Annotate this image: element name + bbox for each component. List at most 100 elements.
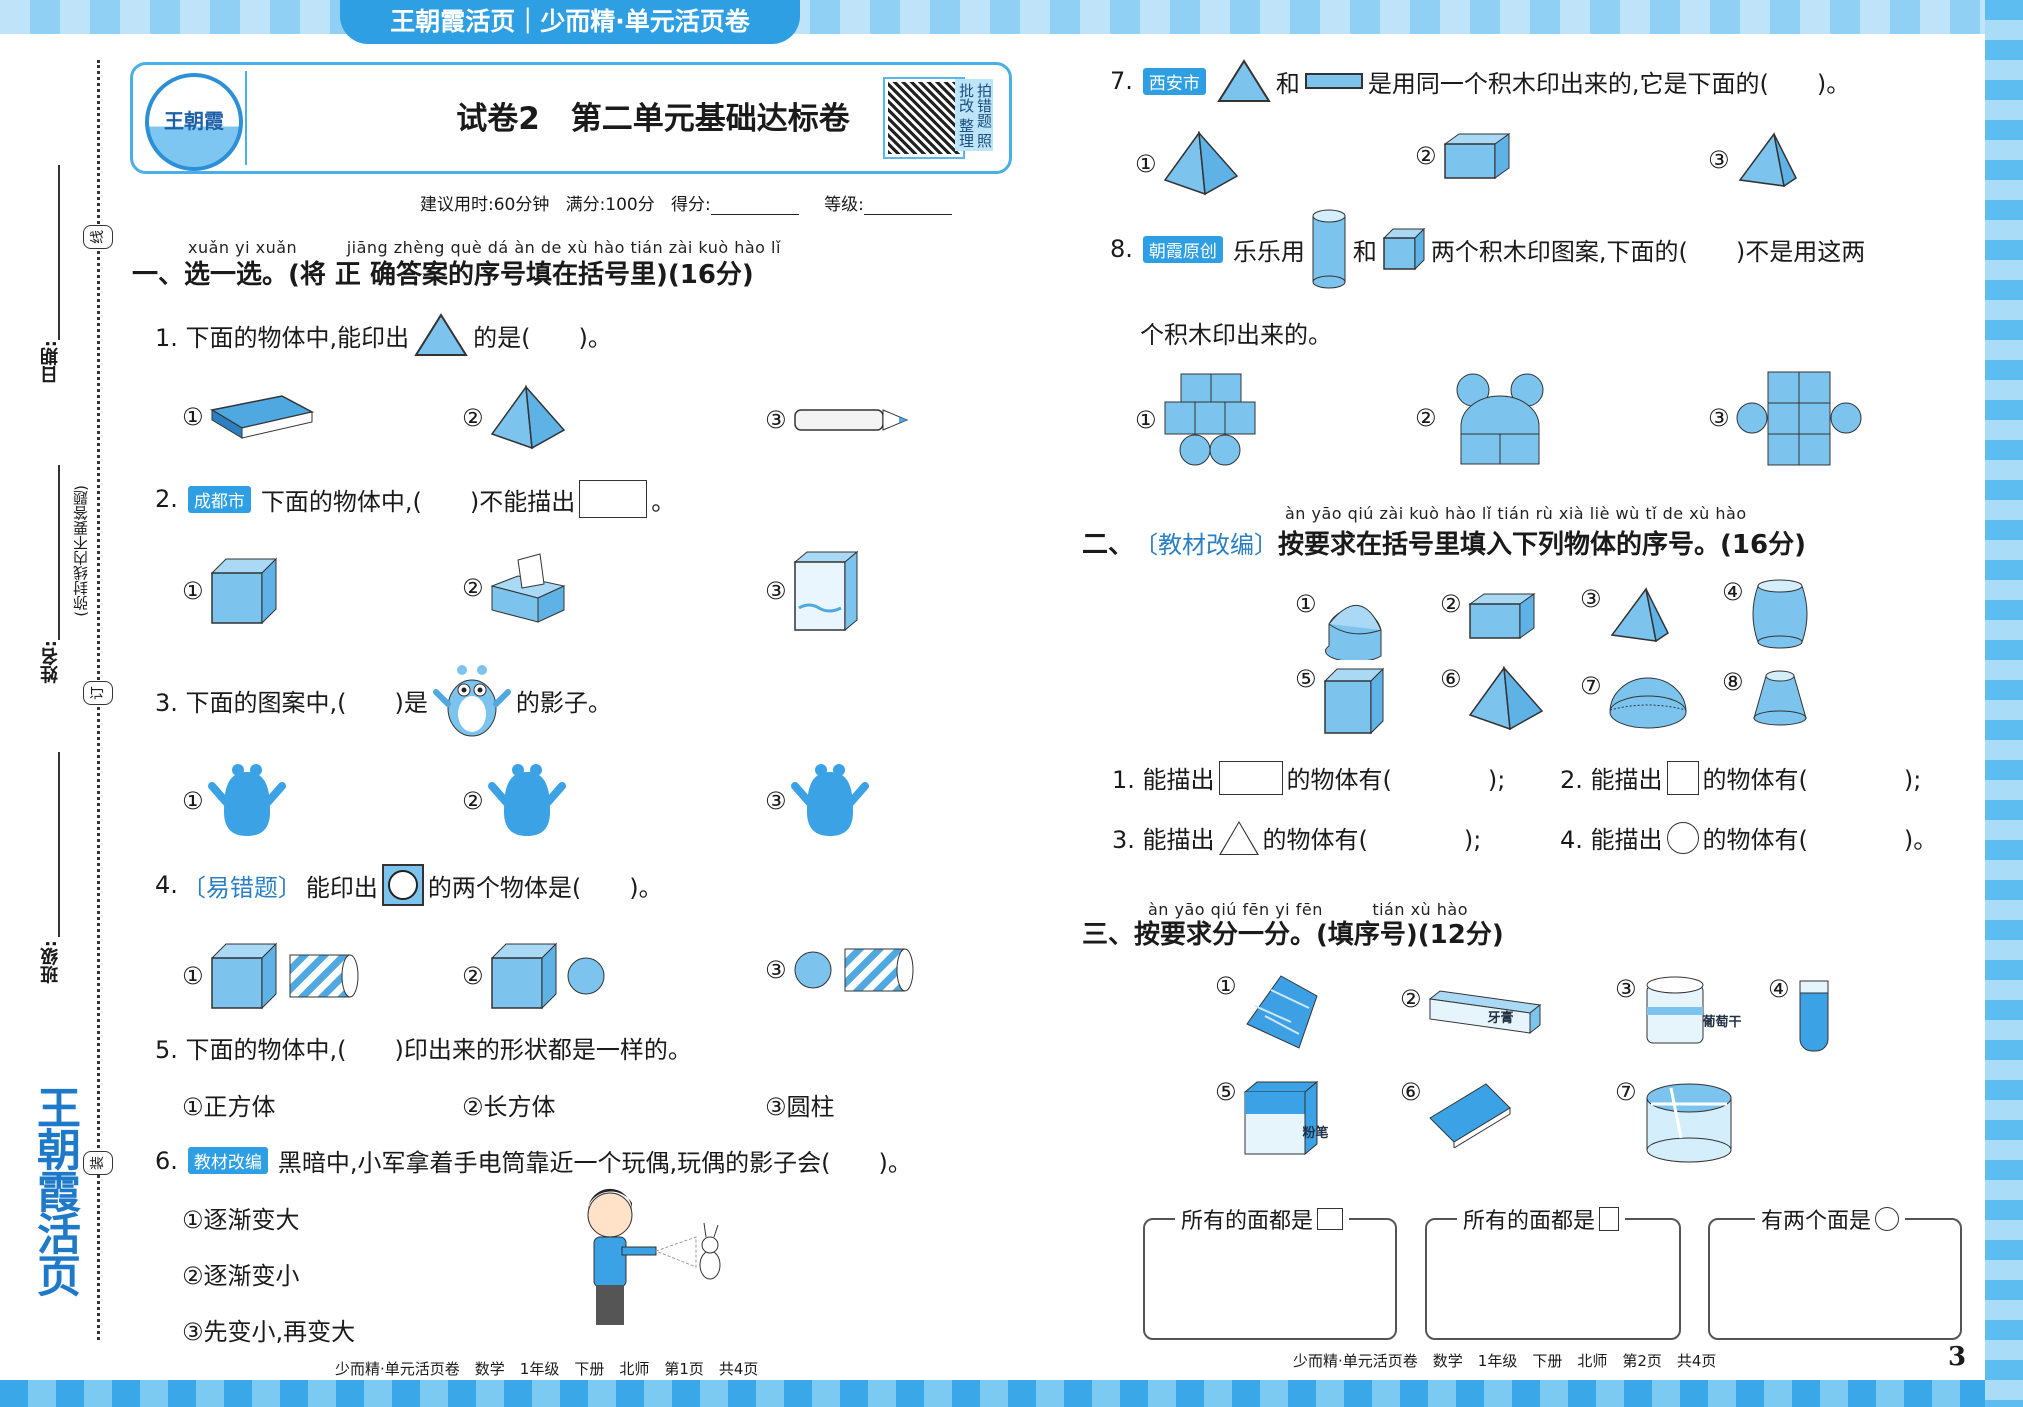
q1-option-2[interactable]: ②: [462, 384, 568, 452]
option-label: ①: [1135, 406, 1157, 434]
box-label: 所有的面都是: [1181, 1209, 1314, 1234]
bottom-wave-border: [0, 1380, 2023, 1407]
q8-and: 和: [1352, 237, 1377, 266]
q3-option-1[interactable]: ①: [182, 762, 286, 840]
q4-option-1[interactable]: ①: [182, 940, 360, 1012]
object-label: ①: [1215, 972, 1237, 1000]
region-tag: 成都市: [187, 485, 251, 513]
section3-pinyin: àn yāo qiú fēn yi fēn tián xù hào: [1148, 900, 1469, 919]
solid-item: ⑦: [1580, 672, 1690, 732]
date-field[interactable]: [58, 165, 60, 340]
ball-icon: [564, 954, 608, 998]
q8-num: 8.: [1110, 235, 1133, 263]
shadow-silhouette-icon: [790, 762, 869, 840]
cube-icon: [488, 940, 560, 1012]
tissue-box-icon: [488, 550, 568, 626]
q5-option-2[interactable]: ②长方体: [462, 1093, 556, 1121]
top-wave-border: [0, 0, 2023, 34]
object-item: ⑥: [1400, 1078, 1514, 1148]
option-label: ②: [1415, 404, 1437, 432]
seal-char: 订: [83, 681, 113, 705]
q8-option-1[interactable]: ①: [1135, 370, 1261, 470]
grade-blank[interactable]: [863, 196, 952, 215]
q6-option-1[interactable]: ①逐渐变大: [182, 1206, 300, 1234]
solid-label: ③: [1580, 585, 1602, 613]
q2-option-1[interactable]: ①: [182, 555, 280, 627]
q2-option-2[interactable]: ②: [462, 550, 568, 626]
q8-option-3[interactable]: ③: [1708, 368, 1864, 468]
textbook-tag: 教材改编: [187, 1147, 268, 1174]
option-label: ③: [765, 956, 787, 984]
section2-pinyin: àn yāo qiú zài kuò hào lǐ tián rù xià li…: [1285, 504, 1747, 523]
object-label: ③: [1615, 975, 1637, 1003]
solid-item: ⑤: [1295, 665, 1387, 737]
fill-4[interactable]: 4. 能描出的物体有( )。: [1560, 820, 1937, 855]
brand-logo: 王朝霞: [145, 73, 243, 171]
seal-char: 装: [83, 1151, 113, 1175]
q8-option-2[interactable]: ②: [1415, 370, 1551, 466]
q3-option-2[interactable]: ②: [462, 762, 566, 840]
pyramid-icon: [1466, 665, 1546, 733]
q2-option-3[interactable]: ③: [765, 548, 861, 634]
q7-option-2[interactable]: ②: [1415, 130, 1513, 182]
q1-text-after: 的是( )。: [473, 323, 612, 352]
solid-label: ⑤: [1295, 665, 1317, 693]
q8-continuation: 个积木印出来的。: [1140, 321, 1332, 349]
solid-item: ④: [1722, 578, 1812, 650]
triangular-prism-icon: [1734, 130, 1800, 190]
q7-text: 是用同一个积木印出来的,它是下面的( )。: [1367, 69, 1851, 98]
square-outline-icon: [1317, 1208, 1344, 1230]
q5-option-1[interactable]: ①正方体: [182, 1093, 276, 1121]
triangle-icon: [1216, 58, 1272, 104]
solid-item: ②: [1440, 590, 1538, 642]
section2-number: 二、: [1082, 530, 1135, 560]
original-tag: 朝霞原创: [1142, 235, 1223, 263]
object-label: ②: [1400, 985, 1422, 1013]
triangle-icon: [413, 312, 469, 358]
cuboid-icon: [1441, 130, 1513, 182]
object-text: 牙膏: [1487, 1011, 1514, 1026]
q6-option-3[interactable]: ③先变小,再变大: [182, 1318, 356, 1346]
cube-icon: [208, 940, 280, 1012]
q4-option-2[interactable]: ②: [462, 940, 608, 1012]
q3-option-3[interactable]: ③: [765, 762, 869, 840]
solid-label: ⑦: [1580, 672, 1602, 700]
pyramid-icon: [488, 384, 568, 452]
q7-option-1[interactable]: ①: [1135, 130, 1241, 198]
qr-code[interactable]: [883, 77, 965, 159]
section2-title: 按要求在括号里填入下列物体的序号。(16分): [1278, 530, 1806, 560]
q6-option-2[interactable]: ②逐渐变小: [182, 1262, 300, 1290]
q4-text: 能印出: [305, 873, 378, 902]
circle-in-square-icon: [381, 864, 424, 906]
fill-1[interactable]: 1. 能描出的物体有( );: [1112, 760, 1505, 795]
fill-3[interactable]: 3. 能描出的物体有( );: [1112, 820, 1481, 855]
q1-option-1[interactable]: ①: [182, 392, 316, 442]
brand-vertical: 王朝霞活页: [29, 1085, 80, 1295]
time-limit: 建议用时:60分钟: [420, 195, 550, 215]
name-field[interactable]: [58, 465, 60, 640]
toothpaste-box-icon: 牙膏: [1426, 985, 1544, 1035]
solid-label: ②: [1440, 590, 1462, 618]
option-label: ③: [765, 406, 787, 434]
object-item: ①: [1215, 972, 1321, 1052]
sort-box-rectangles[interactable]: 所有的面都是: [1425, 1203, 1681, 1340]
q5-option-3[interactable]: ③圆柱: [765, 1093, 835, 1121]
object-label: ④: [1768, 975, 1790, 1003]
fill-2[interactable]: 2. 能描出的物体有( );: [1560, 760, 1921, 795]
option-label: ③: [765, 577, 787, 605]
sort-box-squares[interactable]: 所有的面都是: [1143, 1203, 1397, 1340]
q7-option-3[interactable]: ③: [1708, 130, 1800, 190]
fill-text: 2. 能描出: [1560, 766, 1663, 794]
sort-box-circles[interactable]: 有两个面是: [1708, 1203, 1962, 1340]
milk-carton-icon: [791, 548, 861, 634]
question-5: 5. 下面的物体中,( )印出来的形状都是一样的。: [155, 1036, 692, 1064]
object-label: ⑥: [1400, 1078, 1422, 1106]
q4-option-3[interactable]: ③: [765, 945, 915, 995]
option-label: ①: [182, 403, 204, 431]
section1-pinyin: xuǎn yi xuǎn jiāng zhèng què dá àn de xù…: [188, 238, 781, 257]
q1-option-3[interactable]: ③: [765, 405, 911, 435]
fill-text: 3. 能描出: [1112, 826, 1215, 854]
class-field[interactable]: [58, 752, 60, 937]
score-blank[interactable]: [710, 196, 799, 215]
